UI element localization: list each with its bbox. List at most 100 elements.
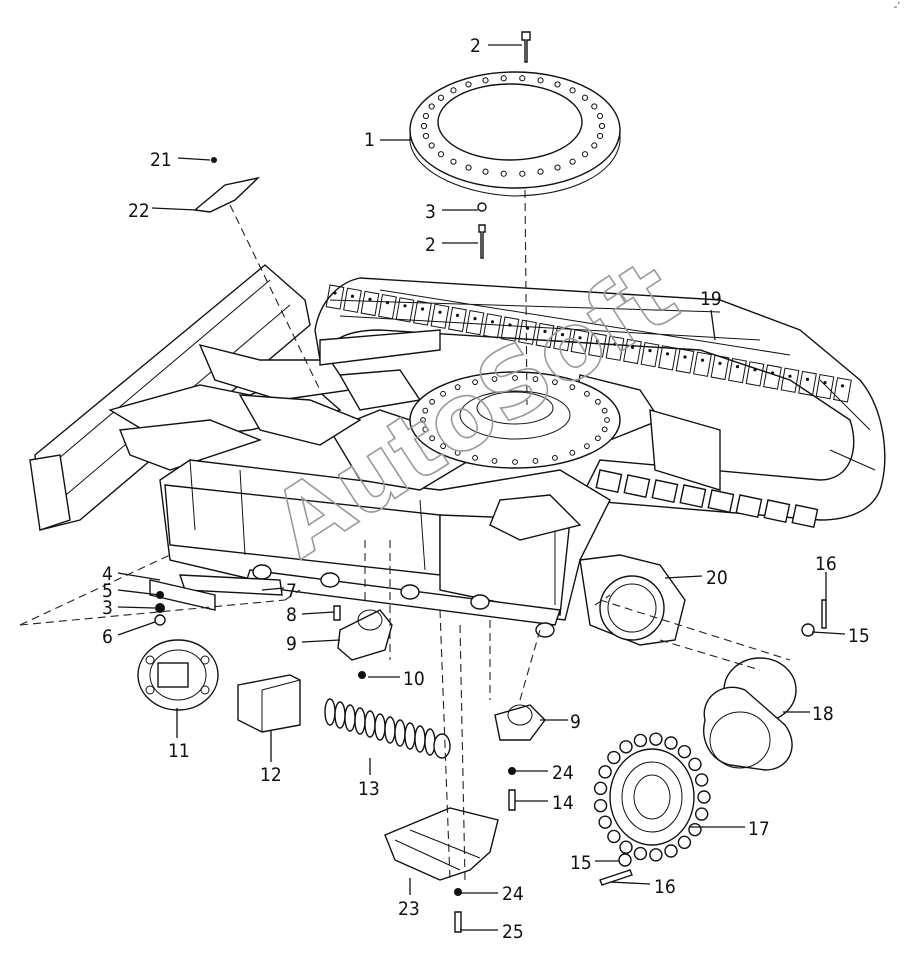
ring-bolt-hole <box>491 376 498 382</box>
track-link <box>640 342 660 368</box>
track-link-bolt <box>368 297 372 301</box>
travel-motor <box>703 657 797 771</box>
track-link <box>658 345 677 371</box>
track-shoe <box>735 494 763 519</box>
label-part-25: 25 <box>502 921 524 943</box>
track-link <box>780 367 800 393</box>
sprocket-tooth <box>607 750 621 765</box>
spring-coil <box>354 707 366 735</box>
slew-bolt-hole <box>569 87 576 94</box>
sprocket-tooth <box>649 848 663 862</box>
ring-bolts-top <box>477 31 531 259</box>
ring-bolt-hole <box>472 379 478 386</box>
label-part-14: 14 <box>552 792 574 814</box>
slew-bolt-hole <box>420 122 428 130</box>
ring-bolt-hole <box>594 398 601 405</box>
track-link <box>553 326 572 352</box>
slew-bolt-hole <box>428 142 435 149</box>
track-link-bolt <box>613 342 617 346</box>
track-link-bolt <box>578 336 582 340</box>
label-part-9-upper: 9 <box>286 633 297 655</box>
sprocket-tooth <box>619 840 633 854</box>
slew-bolt-hole <box>596 112 604 120</box>
slew-bolt-hole <box>422 132 430 140</box>
slew-bolt-hole <box>554 164 561 171</box>
track-link-bolt <box>595 339 600 343</box>
carrier-roller-lower <box>494 704 546 741</box>
label-part-3-top: 3 <box>425 201 436 223</box>
sprocket-tooth <box>697 790 711 804</box>
track-shoe <box>791 504 819 529</box>
track-link <box>448 306 467 333</box>
lower-bracket <box>149 579 216 611</box>
track-link <box>728 358 747 384</box>
track-link-bolt <box>630 345 635 349</box>
assembly-dashed-lines <box>19 540 791 881</box>
track-link <box>693 351 712 377</box>
label-part-22: 22 <box>128 200 150 222</box>
sprocket-tooth <box>688 757 702 772</box>
dozer-blade <box>29 264 352 531</box>
slew-bolt-hole <box>500 170 507 177</box>
track-link-bolt <box>385 301 390 305</box>
ring-bolt-hole <box>532 376 539 382</box>
track-link <box>395 297 415 323</box>
track-link <box>798 370 817 397</box>
slew-bolt-hole <box>554 81 561 88</box>
bottom-rollers <box>252 564 555 638</box>
ring-bolt-hole <box>594 435 601 442</box>
track-link <box>430 303 450 329</box>
ring-bolt-hole <box>532 458 539 464</box>
track-shoe <box>595 469 623 494</box>
slew-bolt-hole <box>450 158 457 165</box>
track-link-bolt <box>700 358 705 362</box>
track-link <box>325 284 345 310</box>
label-part-3-left: 3 <box>102 597 113 619</box>
track-shoe <box>763 499 791 524</box>
slew-bolt-hole <box>450 87 457 94</box>
ring-bolt-hole <box>429 435 436 442</box>
slew-bolt-hole <box>437 94 445 101</box>
track-link <box>710 354 730 381</box>
ring-bolt-hole <box>440 390 446 397</box>
small-fasteners <box>154 591 516 933</box>
track-link <box>675 348 695 374</box>
track-link <box>518 319 537 345</box>
label-part-15-top: 15 <box>848 625 870 647</box>
sprocket-bolts <box>599 599 827 886</box>
slew-bolt-hole <box>537 77 544 84</box>
ring-bolt-hole <box>422 407 429 414</box>
track-shoe <box>623 474 651 499</box>
label-part-24-bottom: 24 <box>502 883 524 905</box>
ring-bolt-hole <box>512 375 518 381</box>
slew-bolt-hole <box>581 94 589 101</box>
track-link-bolt <box>490 320 495 324</box>
sprocket-tooth <box>593 781 608 796</box>
sprocket-tooth <box>694 807 709 821</box>
label-part-2-top: 2 <box>470 35 481 57</box>
ring-bolt-hole <box>440 443 446 450</box>
ring-bolt-hole <box>429 398 436 405</box>
sprocket-tooth <box>593 798 608 813</box>
spring-coil <box>334 701 346 729</box>
track-link-bolt <box>805 377 810 381</box>
track-link <box>623 338 642 365</box>
label-part-13: 13 <box>358 778 380 800</box>
track-link <box>378 294 397 320</box>
track-link-bolt <box>508 323 512 327</box>
track-shoe-links <box>325 284 852 529</box>
ring-bolt-hole <box>454 449 461 456</box>
bottom-roller <box>400 584 420 600</box>
ring-bolt-hole <box>569 384 576 391</box>
label-part-2-mid: 2 <box>425 234 436 256</box>
slew-bolt-hole <box>598 122 606 130</box>
track-link <box>763 364 782 390</box>
track-link <box>535 322 555 349</box>
label-part-5: 5 <box>102 580 113 602</box>
label-part-16-top: 16 <box>815 553 837 575</box>
ring-bolt-hole <box>420 417 426 423</box>
track-assembly <box>314 277 886 529</box>
label-part-9-lower: 9 <box>570 711 581 733</box>
ring-bolt-hole <box>491 458 498 464</box>
